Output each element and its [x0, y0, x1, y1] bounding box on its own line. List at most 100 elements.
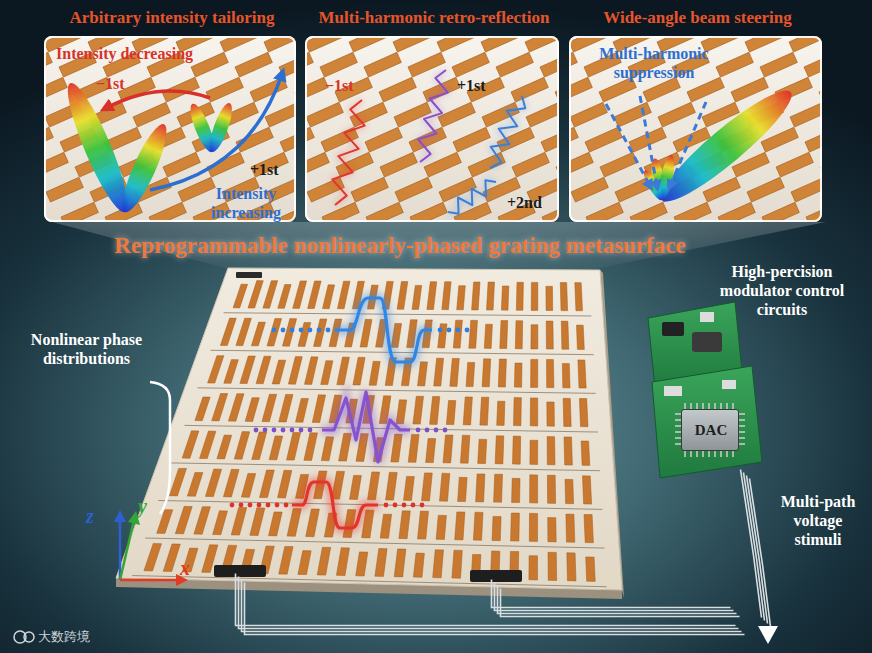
copper-bar — [223, 469, 239, 497]
illustration-panel: Multi-harmonic retro-reflection−1st+1st+… — [305, 36, 559, 222]
copper-bar — [548, 518, 557, 542]
copper-bar — [350, 475, 362, 499]
copper-bar — [262, 394, 277, 422]
copper-bar — [169, 468, 186, 496]
chip-pin — [739, 419, 745, 421]
copper-bar — [567, 553, 576, 581]
panel-annotation: +1st — [250, 160, 279, 179]
copper-bar — [404, 476, 415, 500]
copper-bar — [566, 514, 575, 542]
copper-bar — [287, 509, 301, 537]
wave-dot — [299, 328, 304, 333]
bracket — [150, 382, 170, 514]
panel-scene — [305, 36, 559, 222]
wave-glow — [335, 298, 432, 362]
copper-bar — [220, 318, 236, 345]
copper-strip — [674, 202, 711, 222]
copper-bar — [457, 286, 466, 310]
copper-strip — [220, 36, 257, 52]
illustration-panel: Wide-angle beam steeringMulti-harmonic s… — [569, 36, 822, 222]
watermark: 大数跨境 — [38, 629, 90, 645]
copper-strip — [44, 77, 67, 102]
wave-dot — [308, 328, 313, 333]
copper-strip — [279, 52, 296, 77]
copper-bar — [460, 435, 470, 463]
wave-dot — [393, 503, 398, 508]
decrease-arrow — [106, 91, 210, 108]
radiation-lobe — [651, 79, 802, 213]
copper-bar — [495, 436, 504, 464]
ribbon-wire — [492, 580, 731, 608]
copper-bar — [272, 360, 286, 384]
copper-bar — [251, 322, 265, 346]
copper-bar — [369, 361, 380, 385]
copper-strip — [453, 127, 490, 152]
component — [662, 322, 684, 336]
copper-strip — [365, 127, 402, 152]
wave-dot — [402, 503, 407, 508]
ribbon-wire — [236, 574, 736, 626]
copper-bar — [296, 398, 309, 422]
copper-strip — [511, 77, 548, 102]
wave-dot — [290, 328, 295, 333]
copper-bar — [482, 359, 491, 387]
copper-bar — [360, 319, 372, 347]
copper-strip — [731, 77, 768, 102]
copper-strip — [437, 36, 474, 52]
copper-strip — [46, 177, 83, 202]
panel-annotation: Intensity increasing — [198, 184, 294, 222]
wave-dot — [299, 428, 304, 433]
copper-strip — [496, 52, 533, 77]
copper-bar — [240, 356, 255, 384]
copper-strip — [44, 152, 68, 177]
copper-strip — [264, 36, 296, 52]
copper-strip — [747, 177, 784, 202]
wave-dot — [438, 328, 443, 333]
wave-dot — [443, 428, 448, 433]
copper-bar — [515, 321, 522, 349]
copper-bar — [455, 512, 465, 540]
copper-bar — [583, 476, 592, 504]
cable-connector — [214, 565, 266, 577]
copper-bar — [278, 285, 291, 309]
copper-bar — [418, 362, 428, 386]
panel-ground — [569, 36, 822, 222]
copper-strip — [526, 102, 559, 127]
increase-arrow — [150, 74, 282, 190]
copper-bar — [478, 439, 487, 463]
copper-bar — [250, 508, 265, 536]
copper-bar — [480, 397, 489, 425]
copper-bar — [298, 323, 311, 347]
copper-bar — [312, 395, 325, 423]
copper-bar — [530, 440, 538, 464]
chip-pin — [739, 431, 745, 433]
component — [722, 380, 736, 389]
copper-bar — [546, 286, 553, 310]
wave-dot — [326, 328, 331, 333]
wave-dot — [425, 428, 430, 433]
copper-bar — [584, 515, 593, 543]
radiation-lobe — [205, 101, 236, 155]
wave-dot — [456, 328, 461, 333]
chip-pin — [739, 413, 745, 415]
panel-scene — [569, 36, 822, 222]
copper-bar — [368, 472, 380, 500]
wave-dot — [272, 428, 277, 433]
copper-strip — [149, 202, 186, 222]
copper-bar — [466, 362, 475, 386]
copper-bar — [394, 549, 406, 577]
copper-bar — [245, 398, 259, 422]
wave-dot — [416, 428, 421, 433]
wave-dot — [308, 428, 313, 433]
copper-bar — [565, 479, 574, 503]
copper-bar — [187, 472, 203, 496]
copper-strip — [61, 202, 98, 222]
copper-bar — [472, 282, 480, 310]
panel-annotation: −1st — [325, 76, 354, 95]
copper-strip — [236, 127, 273, 152]
copper-strip — [497, 127, 534, 152]
panel-annotation: Multi-harmonic suppression — [579, 44, 729, 82]
wave-glow — [448, 180, 496, 213]
copper-strip — [281, 202, 296, 222]
axis-label: z — [86, 504, 94, 528]
